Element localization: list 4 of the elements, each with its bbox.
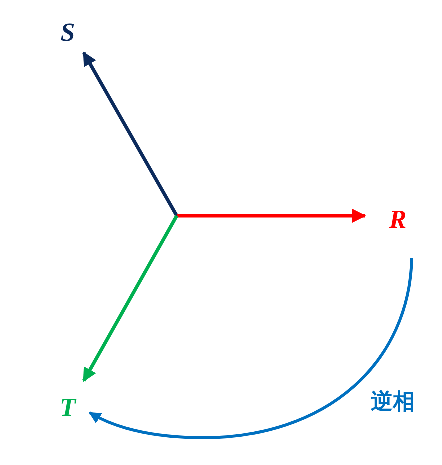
phase-label: S bbox=[60, 20, 76, 46]
phase-label: T bbox=[60, 395, 76, 421]
rotation-label: 逆相 bbox=[371, 392, 415, 414]
phase-label: R bbox=[389, 207, 407, 233]
